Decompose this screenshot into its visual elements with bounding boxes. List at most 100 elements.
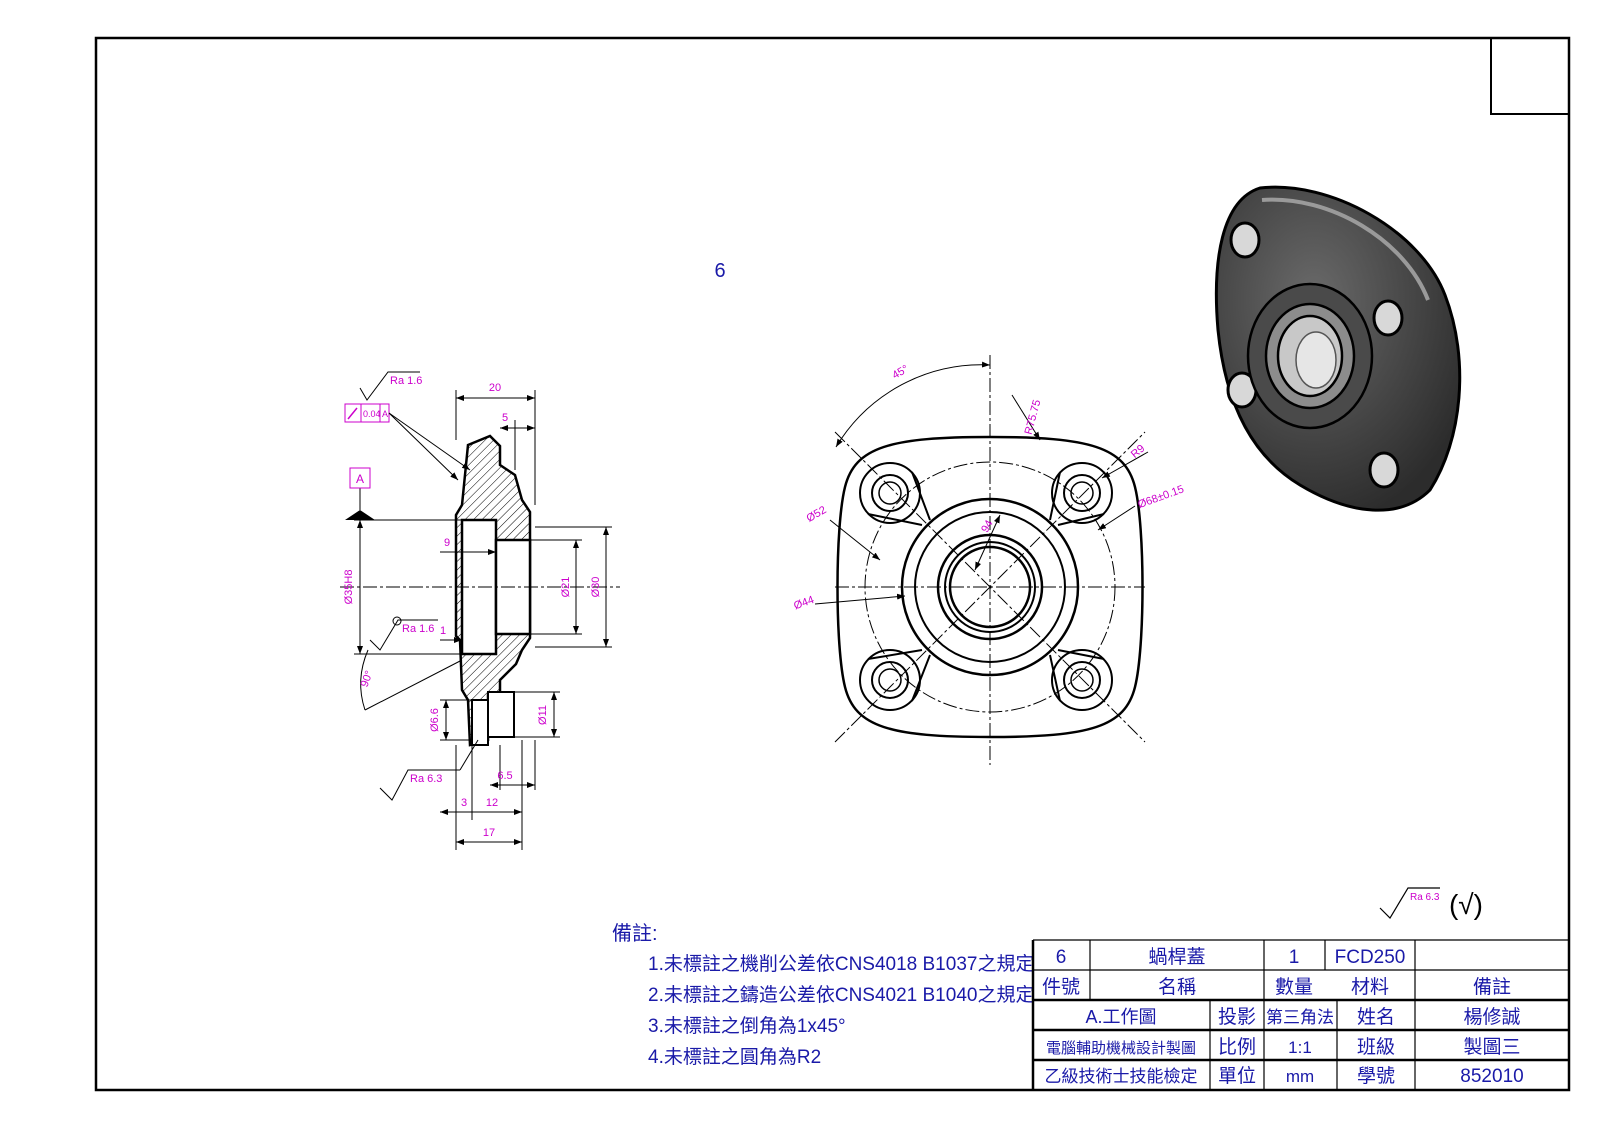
d94-line [974,514,1001,571]
tb-scale: 1:1 [1288,1038,1312,1057]
ra-leader [459,739,479,771]
front-view: 45° R75.75 R9 Ø68±0.15 94 Ø52 Ø44 [792,355,1186,765]
gtol-datum: A [382,409,388,419]
title-block: 6 蝸桿蓋 1 FCD250 件號 名稱 數量 材料 備註 A.工作圖 投影 第… [1031,939,1569,1090]
tb-label-student-id: 學號 [1357,1065,1395,1087]
runout-icon [347,407,358,420]
tb-part-name: 蝸桿蓋 [1148,946,1205,968]
gtol-value: 0.04 [363,409,381,419]
r7575-leader [1011,394,1041,441]
gtol-leader [388,412,459,481]
angle-45-arc [835,361,991,448]
hub-outer [900,497,1080,677]
rib-tr [1049,471,1105,526]
datum-label: A [356,472,364,486]
note-item: 2.未標註之鑄造公差依CNS4021 B1040之規定 [648,984,1034,1006]
d44-leader [814,593,906,605]
dim-12: 12 [486,797,498,809]
iso-hole-br [1368,451,1400,489]
tb-unit: mm [1286,1067,1314,1086]
tb-label-class: 班級 [1357,1036,1395,1058]
notes-block: 備註: 1.未標註之機削公差依CNS4018 B1037之規定 2.未標註之鑄造… [612,922,1034,1068]
rib-tl [867,471,931,526]
d44: Ø44 [792,594,816,612]
tb-student-id: 852010 [1460,1066,1523,1087]
surface-symbol-mid [369,619,438,651]
gtol-leader [388,412,471,471]
tb-label-no: 件號 [1042,976,1080,998]
dim-66: Ø6.6 [429,708,441,732]
tb-label-qty: 數量 [1275,976,1313,998]
tb-drawing-type: A.工作圖 [1085,1007,1156,1027]
d68: Ø68±0.15 [1136,483,1185,511]
tb-qty: 1 [1289,947,1300,968]
section-counterbore [487,691,515,738]
hub-ring [914,511,1066,663]
iso-hole-tr [1372,299,1404,337]
iso-hole-tl [1229,221,1261,259]
tb-label-remark: 備註 [1473,976,1511,998]
section-view: 20 5 9 1 Ø35H8 A Ø21 Ø30 90° [340,371,620,850]
boss-tr [1051,462,1113,524]
datum-box [349,467,371,489]
d52-leader [829,519,881,561]
datum-triangle [345,510,375,520]
iso-bore-inner [1295,331,1337,389]
rib-bl [867,649,931,702]
ang-45: 45° [890,363,910,382]
tb-part-no: 6 [1056,947,1067,968]
d94: 94 [979,518,996,535]
angle-leg [364,659,463,711]
bolt-circle [864,461,1116,713]
corner-box [1490,37,1570,115]
dim-30: Ø30 [590,577,602,598]
surface-symbol-bottom [379,769,460,801]
tb-course: 電腦輔助機械設計製圖 [1046,1040,1196,1057]
tb-label-projection: 投影 [1218,1006,1256,1028]
general-surface-symbol: Ra 6.3 (√) [1379,887,1483,920]
tb-student-name: 楊修誠 [1463,1006,1520,1028]
dim-9: 9 [444,537,450,549]
iso-edge-highlight [1261,197,1430,301]
r9-leader [1101,451,1149,479]
dim-65: 6.5 [497,770,512,782]
angle-arc [360,649,369,711]
tb-label-unit: 單位 [1218,1065,1256,1087]
tb-label-name: 名稱 [1158,976,1196,998]
tb-label-scale: 比例 [1218,1036,1256,1058]
isometric-view [1214,185,1462,512]
surface-symbol-top [359,371,420,401]
tb-exam: 乙級技術士技能檢定 [1045,1067,1198,1086]
note-item: 4.未標註之圓角為R2 [648,1046,821,1068]
tb-projection: 第三角法 [1266,1008,1334,1027]
rib-br [1049,649,1105,702]
flange-outline [836,435,1144,739]
general-ra: Ra 6.3 [1410,892,1440,903]
part-label: 6 [714,260,725,282]
tb-label-student-name: 姓名 [1357,1006,1395,1028]
dim-17: 17 [483,827,495,839]
sheet-border [94,36,1571,1092]
dim-20: 20 [489,382,501,394]
notes-heading: 備註: [612,922,658,945]
dim-90: 90° [359,669,376,689]
dim-3: 3 [461,797,467,809]
boss-br [1051,649,1113,711]
tb-material: FCD250 [1335,947,1406,968]
ra-bottom: Ra 6.3 [410,773,442,785]
section-bolt-hole [471,699,489,746]
tb-class: 製圖三 [1463,1036,1520,1058]
ra-top: Ra 1.6 [390,375,422,387]
general-check: (√) [1449,889,1483,920]
note-item: 3.未標註之倒角為1x45° [648,1015,846,1037]
ra-mid: Ra 1.6 [402,623,434,635]
note-item: 1.未標註之機削公差依CNS4018 B1037之規定 [648,953,1034,975]
dim-11: Ø11 [537,705,549,725]
surface-circle [392,616,402,626]
d68-leader [1097,505,1136,531]
dim-1: 1 [440,625,446,637]
dim-35h8: Ø35H8 [343,570,355,605]
tb-label-material: 材料 [1351,976,1389,998]
dim-5: 5 [502,412,508,424]
